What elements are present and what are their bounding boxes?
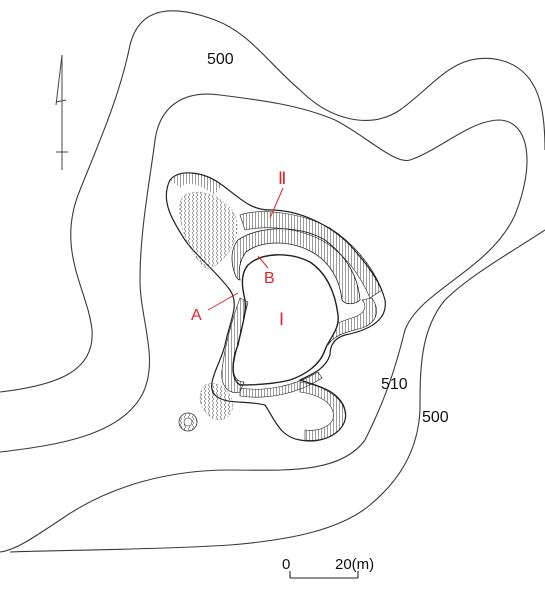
point-b-label: B: [264, 270, 275, 287]
section-ii-label: Ⅱ: [278, 169, 286, 188]
contour-500-outer: [0, 10, 545, 393]
section-i-label: Ⅰ: [279, 310, 284, 329]
contour-label-500-upper: 500: [207, 51, 234, 68]
south-bank-hatching: [299, 381, 346, 441]
scale-end-label: 20(m): [335, 556, 374, 573]
leader-ii: [269, 187, 284, 219]
scale-start-label: 0: [282, 556, 290, 573]
outer-bank-hatching: [170, 172, 222, 195]
contour-500-lower: [9, 229, 545, 553]
leader-a: [207, 292, 239, 311]
west-bank-hatching: [221, 297, 249, 393]
southwest-slope: [199, 383, 233, 421]
leader-b: [257, 255, 269, 269]
contour-label-510: 510: [381, 376, 408, 393]
plateau-i: [232, 254, 339, 386]
contour-510-lower: [0, 439, 366, 553]
scale-bar: [289, 571, 359, 579]
western-slope: [179, 192, 238, 269]
point-a-label: A: [191, 307, 202, 324]
contour-label-500-right: 500: [422, 409, 449, 426]
contour-510-upper: [0, 93, 528, 453]
terrace-ii: [231, 228, 361, 305]
plateau-south-bank: [239, 371, 323, 398]
north-arrow-icon: [55, 54, 68, 170]
outer-enclosure: [165, 172, 386, 442]
small-knoll: [178, 412, 198, 432]
